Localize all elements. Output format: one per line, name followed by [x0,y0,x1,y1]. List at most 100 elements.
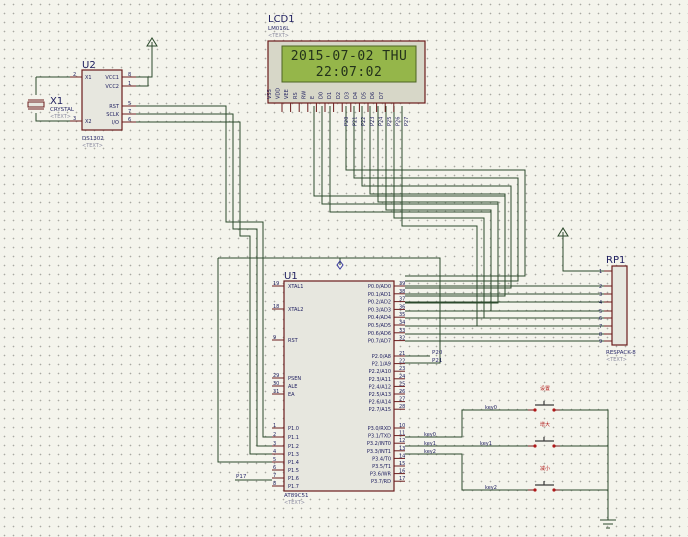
rp-pin-num: 9 [599,339,602,345]
key-contact-right [552,444,556,448]
mcu-pin-name: P1.4 [288,460,299,466]
lcd-screen [281,45,417,83]
power-terminal-icon [146,37,158,47]
rtc-pin-name: SCLK [106,112,119,118]
mcu-pin-name: P0.3/AD3 [368,307,391,313]
mcu-pin-name: P0.7/AD7 [368,339,391,345]
key-net-label: key1 [480,441,492,447]
key-net-label: key0 [485,405,497,411]
lcd-sub: <TEXT> [268,33,289,39]
mcu-pin-num: 9 [273,335,276,341]
lcd-net-label: P22 [361,117,367,126]
mcu-pin-name: P3.7/RD [371,479,391,485]
mcu-pin-num: 19 [273,281,279,287]
lcd-pin-label: VSS [267,89,273,99]
mcu-pin-name: XTAL1 [288,284,303,290]
crystal-sub: <TEXT> [50,114,71,120]
rp-pin-num: 3 [599,292,602,298]
lcd-pin-label: D5 [362,92,368,99]
mcu-pin-num: 30 [273,381,279,387]
crystal-component[interactable]: X1 CRYSTAL <TEXT> [27,96,75,120]
crystal-part: CRYSTAL [50,107,75,113]
rtc-pin-name: X2 [85,119,92,125]
lcd-pin-label: D3 [344,92,350,99]
mcu-pin-num: 5 [273,457,276,463]
mcu-pin-name: P2.0/A8 [372,354,391,360]
lcd-pin-label: D2 [336,92,342,99]
mcu-pin-num: 35 [399,312,405,318]
mcu-pin-num: 32 [399,336,405,342]
mcu-pin-num: 39 [399,281,405,287]
mcu-pin-num: 36 [399,304,405,310]
mcu-key-net-label: key1 [424,441,436,447]
lcd-net-label: P26 [396,117,402,126]
key-label: 减小 [540,465,550,472]
rtc-ref: U2 [82,60,96,71]
net-label-p21: P21 [432,358,442,364]
rtc-pin-num: 3 [73,116,76,122]
key-key2[interactable]: 减小 key2 [485,465,560,492]
mcu-pin-name: P2.1/A9 [372,362,391,368]
mcu-pin-name: P2.7/A15 [369,407,391,413]
rp-part: RESPACK-8 [606,350,636,356]
lcd-pin-label: VEE [284,89,290,99]
mcu-pin-num: 13 [399,446,405,452]
key-key1[interactable]: 增大 key1 [480,421,560,448]
lcd-pin-label: D6 [370,92,376,99]
mcu-pin-name: P0.5/AD5 [368,323,391,329]
mcu-pin-num: 18 [273,304,279,310]
mcu-pin-num: 38 [399,289,405,295]
lcd-net-label: P24 [378,117,384,126]
mcu-pin-name: P0.1/AD1 [368,292,391,298]
lcd-net-label: P25 [387,117,393,126]
rp-body [611,265,628,346]
rtc-part: DS1302 [82,136,104,142]
mcu-pin-name: P0.0/AD0 [368,284,391,290]
mcu-pin-num: 29 [273,373,279,379]
mcu-pin-name: P0.6/AD6 [368,331,391,337]
mcu-key-net-label: key0 [424,432,436,438]
mcu-pin-name: P0.2/AD2 [368,300,391,306]
mcu-pin-name: P3.6/WR [370,472,392,478]
mcu-pin-num: 17 [399,476,405,482]
mcu-pin-name: RST [288,338,299,344]
mcu-pin-num: 11 [399,431,405,437]
mcu-pin-name: P3.3/INT1 [367,449,391,455]
mcu-pin-num: 1 [273,423,276,429]
lcd-component[interactable]: LCD1 LM016L <TEXT> 2015-07-02 THU 22:07:… [267,14,426,126]
mcu-pin-num: 25 [399,381,405,387]
mcu-pin-name: P2.2/A10 [369,369,391,375]
mcu-pin-num: 15 [399,461,405,467]
mcu-pin-num: 34 [399,320,405,326]
mcu-pin-num: 27 [399,397,405,403]
rtc-pin-num: 6 [128,117,131,123]
mcu-pin-name: P1.3 [288,452,299,458]
crystal-ref: X1 [50,96,63,107]
mcu-pin-name: P2.6/A14 [369,400,391,406]
mcu-pin-name: P0.4/AD4 [368,315,391,321]
rp-pin-num: 5 [599,309,602,315]
rtc-pin-num: 5 [128,101,131,107]
rp-pin-num: 8 [599,332,602,338]
mcu-part: AT89C51 [284,493,309,499]
key-label: 增大 [540,421,550,428]
rtc-pin-name: I/O [112,120,119,126]
mcu-pin-name: P1.0 [288,426,299,432]
mcu-sub: <TEXT> [284,500,305,506]
net-label-p20: P20 [432,350,443,356]
mcu-pin-num: 2 [273,432,276,438]
key-contact-left [533,444,537,448]
mcu-pin-num: 12 [399,438,405,444]
key-net-label: key2 [485,485,497,491]
rp-pin-num: 7 [599,324,602,330]
mcu-pin-num: 21 [399,351,405,357]
lcd-pin-label: D1 [327,92,333,99]
